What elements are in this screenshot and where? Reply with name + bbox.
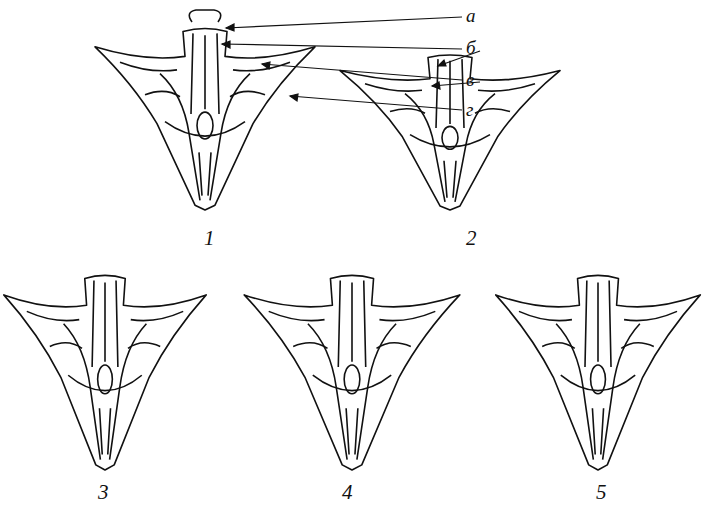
figure-number: 3	[98, 482, 109, 503]
figure-number: 4	[342, 482, 353, 503]
part-letter: в	[466, 70, 474, 89]
part-letter: г	[466, 100, 473, 119]
part-letter: а	[466, 6, 476, 25]
part-letter: б	[466, 38, 476, 57]
figure-number: 5	[596, 482, 607, 503]
figure-number: 2	[466, 228, 477, 249]
figure-number: 1	[204, 228, 215, 249]
